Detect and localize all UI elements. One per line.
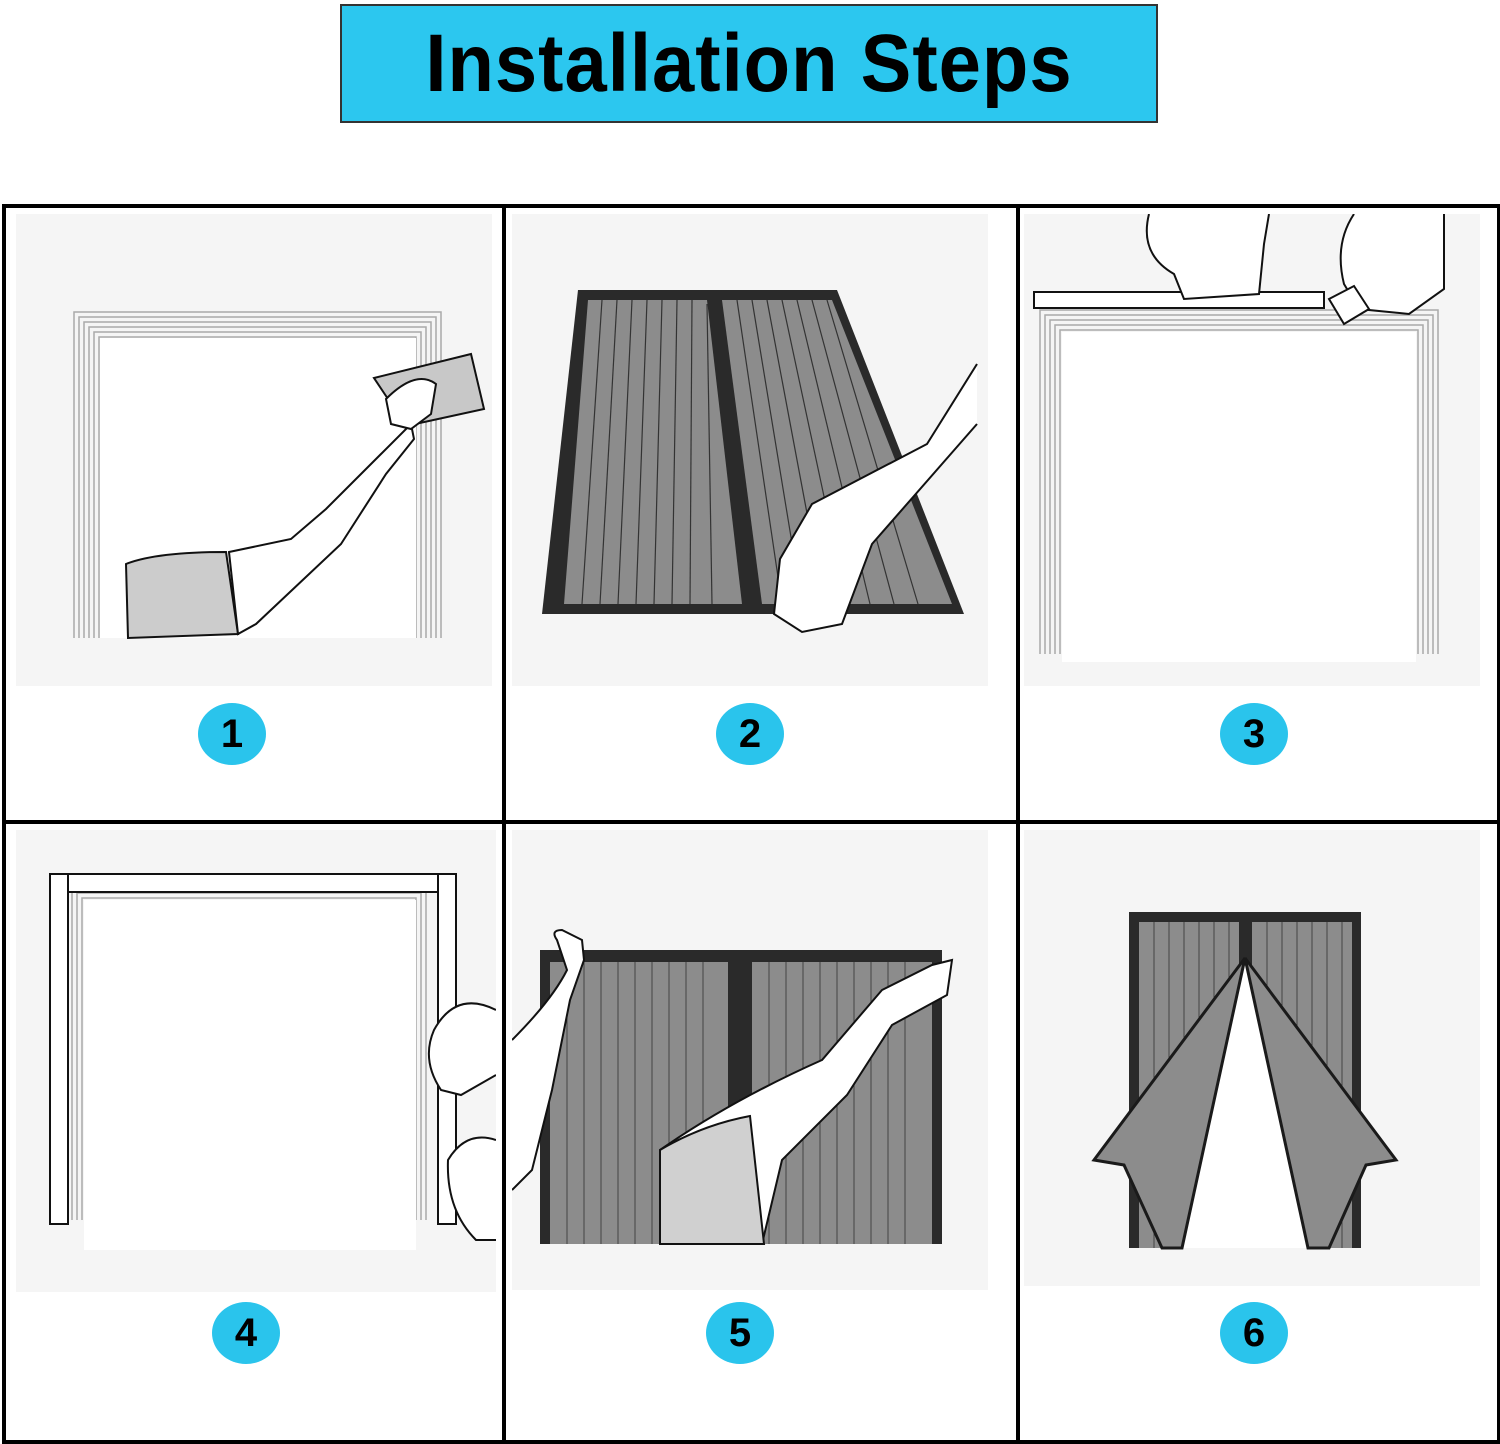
step-1-illustration xyxy=(16,214,492,686)
finished-screen-door-icon xyxy=(1091,912,1399,1250)
step-number-badge: 4 xyxy=(212,1302,280,1364)
step-3-illustration xyxy=(1024,214,1480,686)
adhesive-side-frame-icon xyxy=(49,873,496,1250)
step-6-illustration xyxy=(1024,830,1480,1286)
step-number: 2 xyxy=(738,711,762,756)
grid-divider-vertical-1 xyxy=(502,208,506,1440)
grid-divider-horizontal xyxy=(6,820,1497,824)
grid-divider-vertical-2 xyxy=(1016,208,1020,1440)
step-number: 3 xyxy=(1242,711,1266,756)
step-number: 1 xyxy=(220,711,244,756)
adhesive-top-frame-icon xyxy=(1033,214,1445,662)
step-number-badge: 6 xyxy=(1220,1302,1288,1364)
step-number: 6 xyxy=(1242,1310,1266,1355)
step-number: 4 xyxy=(234,1310,258,1355)
step-card-6: 6 xyxy=(1020,824,1497,1436)
step-number: 5 xyxy=(728,1310,752,1355)
step-card-4: 4 xyxy=(6,824,502,1436)
step-5-illustration xyxy=(512,830,988,1290)
step-card-1: 1 xyxy=(6,208,502,820)
step-number-badge: 3 xyxy=(1220,703,1288,765)
step-number-badge: 2 xyxy=(716,703,784,765)
steps-grid: 1 2 xyxy=(2,204,1500,1444)
title-banner: Installation Steps xyxy=(340,4,1158,123)
attaching-curtain-icon xyxy=(512,928,954,1245)
step-number-badge: 1 xyxy=(198,703,266,765)
page-title: Installation Steps xyxy=(425,17,1073,110)
step-card-2: 2 xyxy=(506,208,1016,820)
step-card-5: 5 xyxy=(506,824,1016,1436)
screen-curtain-icon xyxy=(542,290,978,634)
step-2-illustration xyxy=(512,214,988,686)
step-number-badge: 5 xyxy=(706,1302,774,1364)
step-4-illustration xyxy=(16,830,496,1292)
cleaning-frame-icon xyxy=(73,311,486,640)
step-card-3: 3 xyxy=(1020,208,1497,820)
